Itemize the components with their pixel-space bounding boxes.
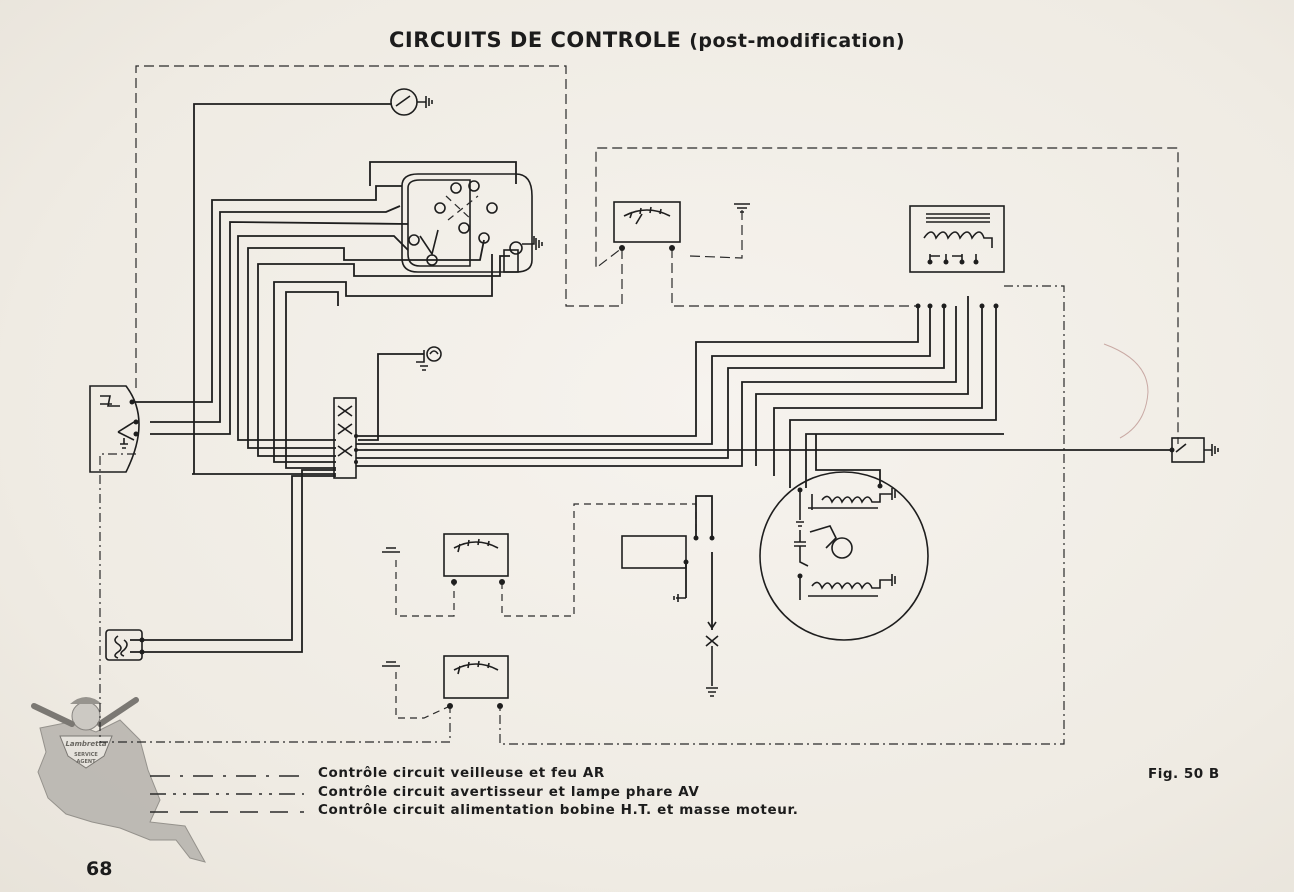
legend-item: Contrôle circuit veilleuse et feu AR [318,765,605,781]
terminal-block [333,397,358,479]
spark-plug [705,621,719,697]
legend-line-samples [150,775,304,813]
logo-text-service: SERVICE [74,752,98,758]
logo-text-brand: Lambretta [65,740,106,748]
logo-text-agent: AGENT [77,759,97,765]
legend: Contrôle circuit veilleuse et feu AR Con… [318,764,799,820]
lambretta-service-agent-logo: Lambretta SERVICE AGENT [31,697,207,863]
ht-coil [621,535,715,602]
headlamp-bulb [416,346,442,371]
lower-test-meter-2 [382,655,509,709]
handlebar-control [89,385,140,473]
legend-item: Contrôle circuit alimentation bobine H.T… [318,802,799,818]
rear-lamp [105,629,145,661]
page-title: CIRCUITS DE CONTROLE (post-modification) [0,28,1294,52]
regulator-coil-box [909,205,1005,309]
flywheel-magneto [759,471,929,641]
page-number: 68 [86,858,113,880]
lower-test-meter-1 [382,533,509,585]
title-sub: (post-modification) [689,30,906,52]
stop-switch [390,88,433,116]
wiring-harness [130,103,1172,653]
figure-label: Fig. 50 B [1148,766,1220,782]
legend-item: Contrôle circuit avertisseur et lampe ph… [318,783,700,800]
central-selector-switch [401,173,543,273]
title-main: CIRCUITS DE CONTROLE [388,28,682,52]
dashed-control-circuits [99,65,1179,745]
upper-test-meter [613,201,750,251]
horn-connector [1103,343,1219,463]
